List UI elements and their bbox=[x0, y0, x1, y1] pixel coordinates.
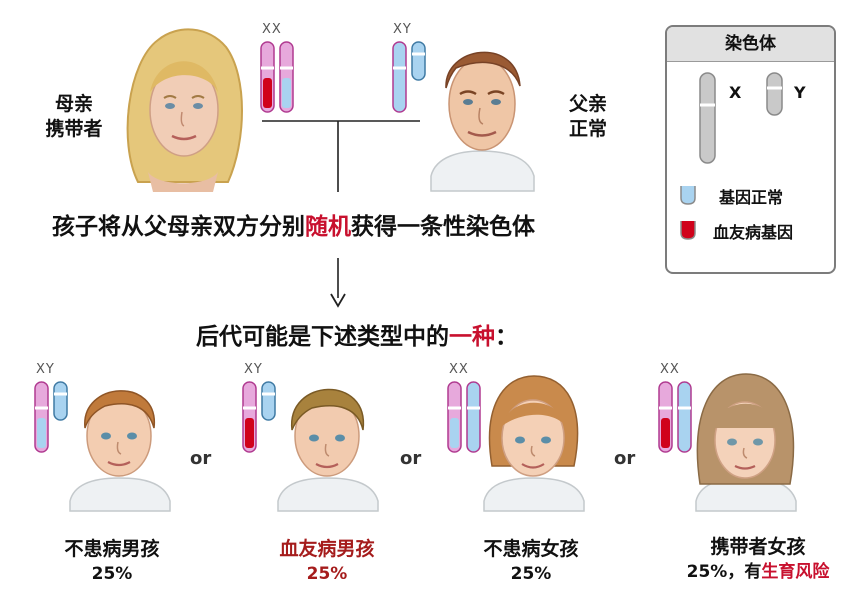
or-separator-2: or bbox=[400, 448, 422, 469]
child4-portrait bbox=[695, 373, 797, 512]
legend-x-label: X bbox=[729, 83, 742, 102]
legend-disease-gene-icon bbox=[680, 221, 696, 240]
father-label: 父亲 正常 bbox=[568, 93, 607, 140]
child2-chromosomes bbox=[242, 381, 276, 453]
child4-chromosomes bbox=[658, 381, 692, 453]
mother-xx-label: XX bbox=[262, 22, 282, 37]
mother-chromosomes bbox=[260, 41, 294, 113]
child4-percent-line: 25%，有生育风险 bbox=[686, 562, 830, 582]
legend-disease-gene-label: 血友病基因 bbox=[713, 223, 794, 242]
father-xy-label: XY bbox=[393, 22, 412, 37]
prompt: 后代可能是下述类型中的一种： bbox=[196, 324, 518, 350]
or-separator-3: or bbox=[614, 448, 636, 469]
child2-portrait bbox=[277, 388, 379, 512]
legend-title: 染色体 bbox=[667, 27, 834, 62]
or-separator-1: or bbox=[190, 448, 212, 469]
child3-portrait bbox=[483, 375, 585, 512]
child2-xy-label: XY bbox=[244, 362, 263, 377]
child3-xy-label: XX bbox=[449, 362, 469, 377]
father-chromosomes bbox=[392, 41, 426, 113]
legend-normal-gene-icon bbox=[680, 186, 696, 205]
headline: 孩子将从父母亲双方分别随机获得一条性染色体 bbox=[52, 214, 535, 240]
legend-x-chromosome-icon bbox=[699, 72, 716, 164]
child4-label: 携带者女孩 25%，有生育风险 bbox=[664, 535, 852, 585]
legend-y-label: Y bbox=[794, 83, 806, 102]
legend-y-chromosome-icon bbox=[766, 72, 783, 116]
child1-xy-label: XY bbox=[36, 362, 55, 377]
child3-label: 不患病女孩 25% bbox=[483, 538, 579, 584]
child4-xy-label: XX bbox=[660, 362, 680, 377]
child1-label: 不患病男孩 25% bbox=[64, 538, 160, 584]
legend-normal-gene-label: 基因正常 bbox=[719, 188, 784, 207]
legend-panel: 染色体 X Y 基因正常 血友病基因 bbox=[665, 25, 836, 274]
child1-portrait bbox=[69, 390, 171, 512]
mother-label: 母亲 携带者 bbox=[45, 93, 103, 140]
mother-portrait bbox=[126, 28, 243, 192]
father-portrait bbox=[430, 51, 535, 192]
child2-label: 血友病男孩 25% bbox=[279, 538, 375, 584]
child3-chromosomes bbox=[447, 381, 481, 453]
child1-chromosomes bbox=[34, 381, 68, 453]
